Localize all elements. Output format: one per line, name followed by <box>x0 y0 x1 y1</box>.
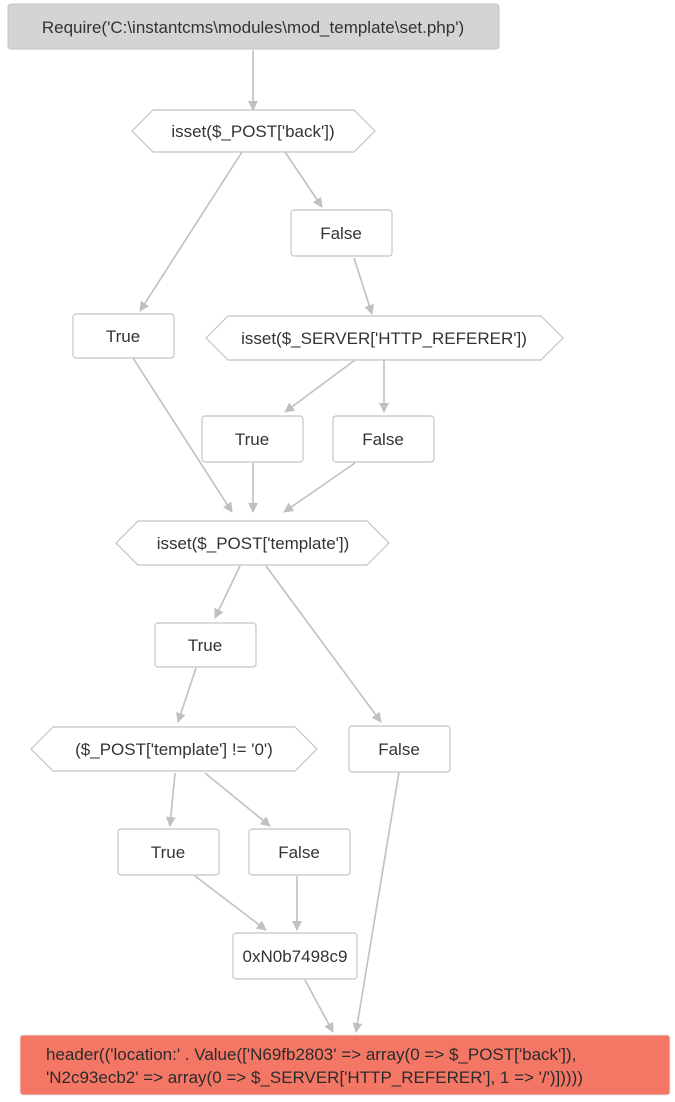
decision-isset-post-back: isset($_POST['back']) <box>131 109 376 153</box>
edge-cond2-to-true <box>284 359 356 413</box>
edge-cond1-to-false <box>284 151 323 208</box>
node-true-1-label: True <box>106 327 140 346</box>
node-false-1-label: False <box>320 224 362 243</box>
edge-cond3-to-true <box>214 565 241 619</box>
node-value-label: 0xN0b7498c9 <box>243 947 348 966</box>
node-true-3: True <box>154 622 257 668</box>
edge-false2-to-cond3 <box>283 462 356 513</box>
decision-template-not-zero: ($_POST['template'] != '0') <box>30 726 318 772</box>
node-start-label: Require('C:\instantcms\modules\mod_templ… <box>42 18 464 37</box>
node-true-2: True <box>201 415 304 463</box>
node-start: Require('C:\instantcms\modules\mod_templ… <box>7 3 500 50</box>
node-end-label-line2: 'N2c93ecb2' => array(0 => $_SERVER['HTTP… <box>46 1068 583 1087</box>
edge-cond4-to-false <box>204 772 271 827</box>
edge-value-to-end <box>304 979 334 1033</box>
decision-isset-server-referer: isset($_SERVER['HTTP_REFERER']) <box>205 315 564 361</box>
node-false-2: False <box>332 415 435 463</box>
node-true-4-label: True <box>151 843 185 862</box>
node-value: 0xN0b7498c9 <box>232 932 358 980</box>
decision-isset-post-template: isset($_POST['template']) <box>115 520 390 566</box>
node-true-3-label: True <box>188 636 222 655</box>
edge-true1-to-cond3 <box>132 357 233 513</box>
edge-cond4-to-true <box>165 772 176 827</box>
edge-true4-to-value <box>194 875 267 931</box>
node-false-4-label: False <box>278 843 320 862</box>
node-false-4: False <box>248 828 351 876</box>
node-false-3-label: False <box>378 740 420 759</box>
edge-cond3-to-false <box>265 565 382 723</box>
node-false-3: False <box>348 725 451 773</box>
decision-isset-post-template-label: isset($_POST['template']) <box>157 534 350 553</box>
edge-false1-to-cond2 <box>353 257 375 315</box>
edge-false3-to-end <box>352 771 400 1033</box>
node-end-header: header(('location:' . Value(['N69fb2803'… <box>19 1034 671 1096</box>
decision-isset-post-back-label: isset($_POST['back']) <box>171 122 334 141</box>
node-true-4: True <box>117 828 220 876</box>
edges <box>132 50 400 1033</box>
edge-true3-to-cond4 <box>176 667 197 723</box>
node-true-2-label: True <box>235 430 269 449</box>
node-false-1: False <box>290 209 393 257</box>
node-end-label-line1: header(('location:' . Value(['N69fb2803'… <box>46 1045 576 1064</box>
decision-isset-server-referer-label: isset($_SERVER['HTTP_REFERER']) <box>241 329 527 348</box>
node-false-2-label: False <box>362 430 404 449</box>
decision-template-not-zero-label: ($_POST['template'] != '0') <box>75 740 273 759</box>
edge-cond1-to-true <box>139 151 243 312</box>
node-true-1: True <box>72 313 175 359</box>
